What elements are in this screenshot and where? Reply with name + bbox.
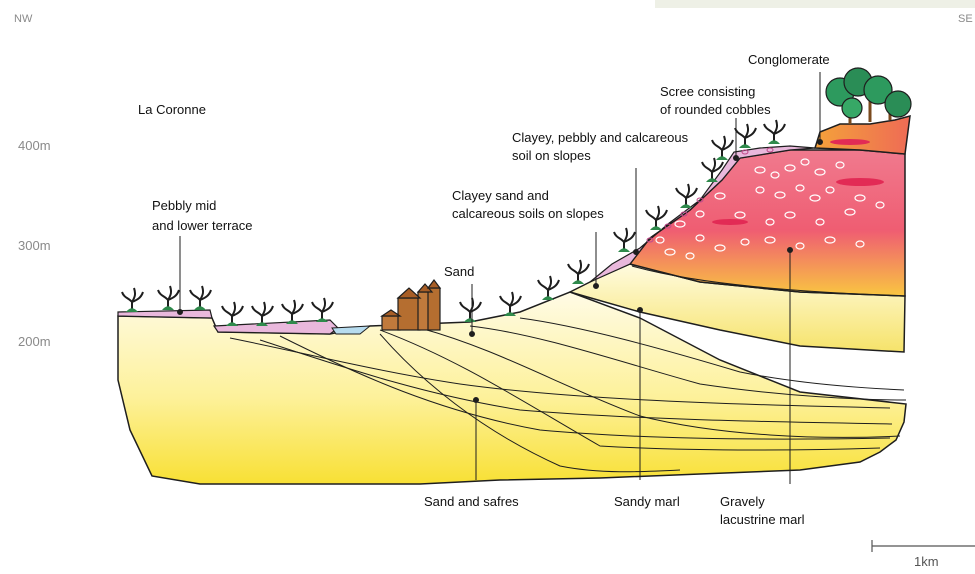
scale-bar-label: 1km [914, 554, 939, 569]
label-clayey-pebbly-1: Clayey, pebbly and calcareous [512, 130, 689, 145]
label-clayey-sand-2: calcareous soils on slopes [452, 206, 604, 221]
elevation-300: 300m [18, 238, 51, 253]
elevation-400: 400m [18, 138, 51, 153]
orientation-nw: NW [14, 13, 33, 25]
village-houses [382, 280, 440, 330]
trees [826, 68, 911, 124]
place-la-coronne: La Coronne [138, 102, 206, 117]
header-band [655, 0, 975, 8]
conglomerate-layer [815, 116, 910, 154]
label-pebbly-terrace-1: Pebbly mid [152, 198, 216, 213]
label-gravely-2: lacustrine marl [720, 512, 805, 527]
label-conglomerate: Conglomerate [748, 52, 830, 67]
elevation-200: 200m [18, 334, 51, 349]
label-sand: Sand [444, 264, 474, 279]
label-gravely-1: Gravely [720, 494, 765, 509]
label-pebbly-terrace-2: and lower terrace [152, 218, 252, 233]
orientation-se: SE [958, 13, 973, 25]
label-sand-and-safres: Sand and safres [424, 494, 519, 509]
label-sandy-marl: Sandy marl [614, 494, 680, 509]
label-clayey-pebbly-2: soil on slopes [512, 148, 591, 163]
label-scree-2: of rounded cobbles [660, 102, 771, 117]
label-clayey-sand-1: Clayey sand and [452, 188, 549, 203]
label-scree-1: Scree consisting [660, 84, 755, 99]
